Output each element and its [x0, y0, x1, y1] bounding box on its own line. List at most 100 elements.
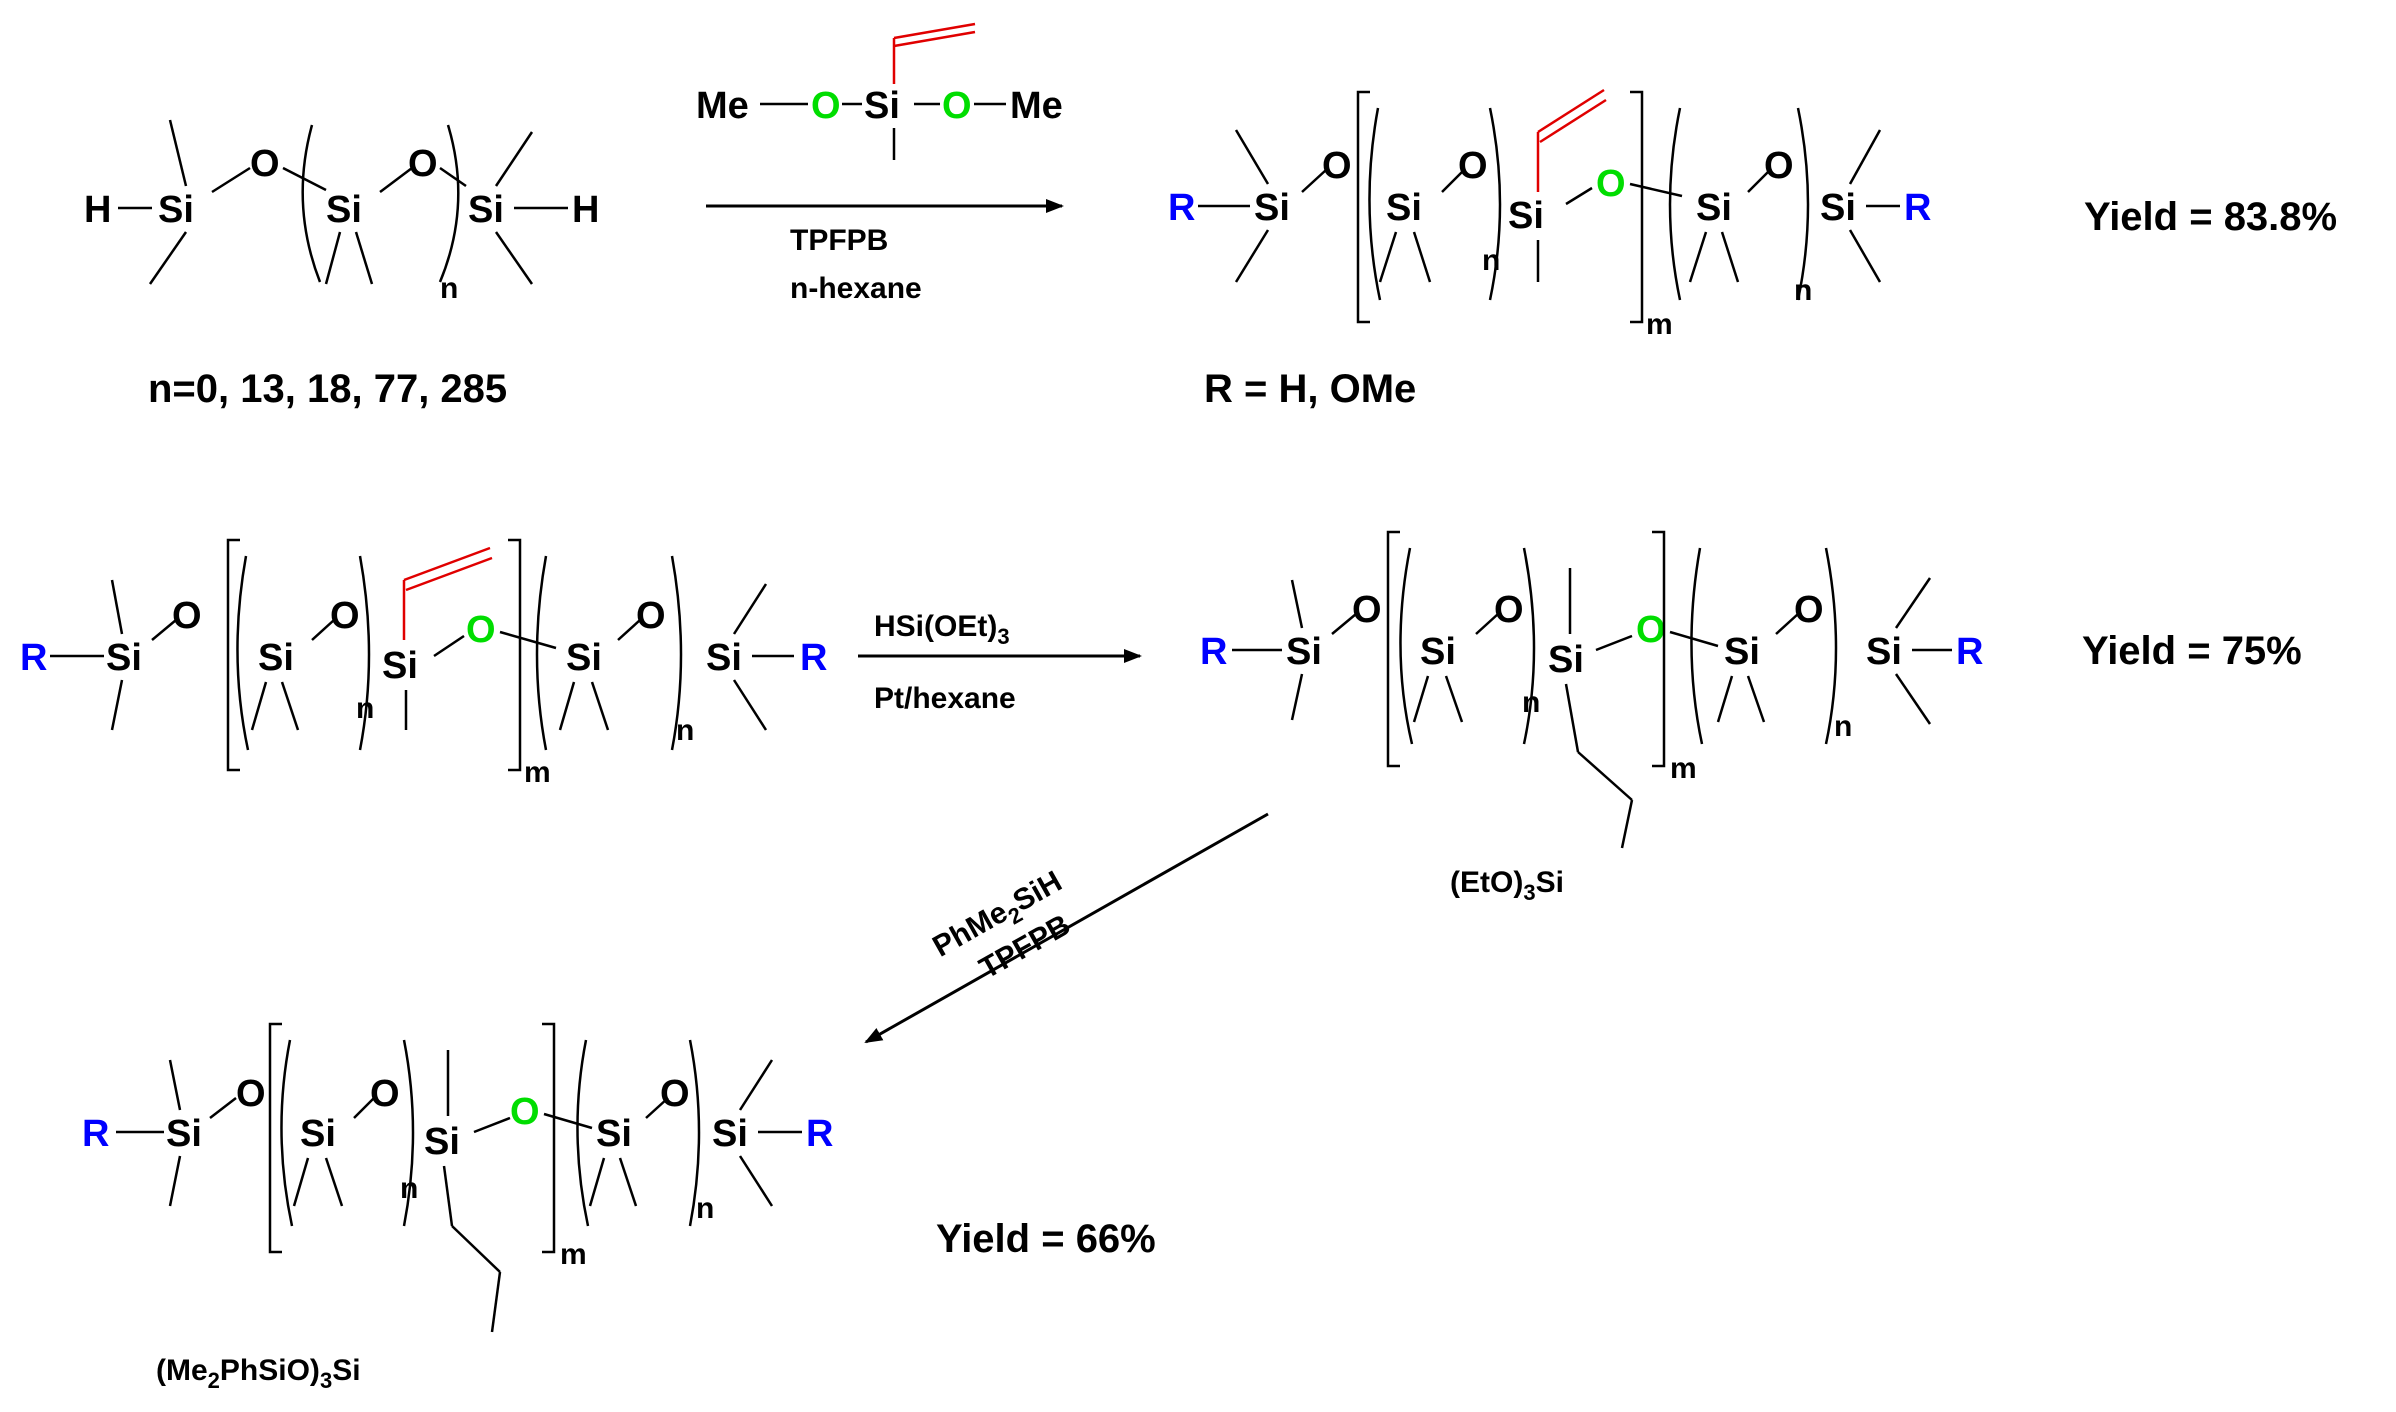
new-oxygen-left: O	[811, 85, 841, 127]
subscript-m: m	[560, 1238, 587, 1271]
repeat-paren-right	[1522, 547, 1536, 745]
start-hydride-siloxane: H Si O Si O n Si H	[84, 119, 599, 305]
conditions-2: Pt/hexane	[874, 682, 1016, 715]
subscript-n: n	[400, 1172, 418, 1205]
dimethoxy-methyl-vinylsilane: Me O Si O Me	[696, 22, 1063, 160]
atom-si: Si	[258, 637, 294, 679]
yield-2: Yield = 75%	[2082, 629, 2302, 673]
repeat-paren-right	[438, 124, 460, 283]
r-group-left: R	[1168, 187, 1195, 229]
repeat-paren-left	[535, 555, 548, 751]
r-group-left: R	[20, 637, 47, 679]
product-caption: R = H, OMe	[1204, 367, 1416, 411]
repeat-paren-left	[1399, 547, 1414, 745]
repeat-paren-left	[576, 1039, 590, 1227]
atom-o: O	[172, 595, 202, 637]
atom-o: O	[236, 1073, 266, 1115]
subscript-n: n	[1794, 274, 1812, 307]
atom-si: Si	[382, 645, 418, 687]
atom-si: Si	[1866, 631, 1902, 673]
block-bracket-left	[226, 538, 240, 772]
r-group-right: R	[1904, 187, 1931, 229]
repeat-paren-right	[402, 1039, 415, 1227]
r-group-left: R	[82, 1113, 109, 1155]
hydrosilane-reagent: HSi(OEt)3	[874, 610, 1010, 649]
r-group-left: R	[1200, 631, 1227, 673]
reaction-arrow-3	[864, 812, 1269, 1044]
atom-o: O	[1458, 145, 1488, 187]
atom-o: O	[660, 1073, 690, 1115]
atom-si: Si	[712, 1113, 748, 1155]
subscript-3: 3	[997, 624, 1009, 649]
atom-o: O	[370, 1073, 400, 1115]
atom-si: Si	[864, 85, 900, 127]
atom-si: Si	[158, 189, 194, 231]
atom-si: Si	[326, 189, 362, 231]
new-oxygen: O	[510, 1091, 540, 1133]
repeat-paren-left	[236, 555, 250, 751]
ethoxysilyl-side-chain: (EtO)3Si	[1450, 866, 1564, 905]
atom-si: Si	[1696, 187, 1732, 229]
atom-o: O	[1794, 589, 1824, 631]
atom-o: O	[1352, 589, 1382, 631]
subscript-m: m	[1670, 752, 1697, 785]
repeat-paren-left	[301, 124, 322, 283]
atom-si: Si	[1254, 187, 1290, 229]
r-group-right: R	[800, 637, 827, 679]
atom-si: Si	[106, 637, 142, 679]
subscript-n: n	[356, 692, 374, 725]
repeat-paren-right	[358, 555, 371, 751]
repeat-paren-right	[688, 1039, 701, 1227]
atom-o: O	[330, 595, 360, 637]
atom-si: Si	[166, 1113, 202, 1155]
atom-si: Si	[1820, 187, 1856, 229]
atom-si: Si	[596, 1113, 632, 1155]
repeat-paren-right	[670, 555, 683, 751]
repeat-paren-right	[1796, 107, 1810, 301]
vinyl-siloxane-precursor: R Si O Si O n Si O m Si O n Si	[20, 538, 827, 789]
subscript-n: n	[696, 1192, 714, 1225]
atom-o: O	[1494, 589, 1524, 631]
product-phenylsiloxy-siloxane: R Si O Si O n Si O m Si O n Si	[82, 1022, 833, 1333]
atom-o: O	[1322, 145, 1352, 187]
subscript-n: n	[440, 272, 458, 305]
subscript-m: m	[1646, 308, 1673, 341]
product-ethoxysilyl-siloxane: R Si O Si O n Si O m Si O n Si	[1200, 530, 1983, 849]
repeat-paren-left	[1368, 107, 1382, 301]
catalyst-1: TPFPB	[790, 224, 888, 257]
block-bracket-left	[1386, 530, 1400, 768]
atom-h: H	[572, 189, 599, 231]
new-oxygen: O	[1636, 609, 1666, 651]
new-oxygen-right: O	[942, 85, 972, 127]
new-oxygen: O	[466, 609, 496, 651]
r-group-right: R	[806, 1113, 833, 1155]
atom-o: O	[250, 143, 280, 185]
start-caption: n=0, 13, 18, 77, 285	[148, 367, 507, 411]
atom-h: H	[84, 189, 111, 231]
atom-si: Si	[1508, 195, 1544, 237]
repeat-paren-right	[1824, 547, 1838, 745]
block-bracket-left	[268, 1022, 282, 1254]
block-bracket-right	[542, 1022, 556, 1254]
new-oxygen: O	[1596, 163, 1626, 205]
phenylsiloxy-side-chain: (Me2PhSiO)3Si	[156, 1354, 361, 1393]
methyl-right: Me	[1010, 85, 1063, 127]
arrow-3-labels: PhMe2SiH TPFPB	[927, 865, 1076, 986]
atom-o: O	[1764, 145, 1794, 187]
subscript-n: n	[1834, 710, 1852, 743]
block-bracket-right	[1630, 90, 1644, 324]
repeat-paren-left	[280, 1039, 294, 1227]
atom-si: Si	[468, 189, 504, 231]
atom-o: O	[636, 595, 666, 637]
solvent-1: n-hexane	[790, 272, 922, 305]
atom-si: Si	[1420, 631, 1456, 673]
block-bracket-right	[508, 538, 522, 772]
atom-si: Si	[706, 637, 742, 679]
repeat-paren-right	[1488, 107, 1502, 301]
atom-si: Si	[1548, 639, 1584, 681]
atom-si: Si	[1386, 187, 1422, 229]
subscript-n: n	[1522, 686, 1540, 719]
atom-si: Si	[424, 1121, 460, 1163]
atom-si: Si	[1286, 631, 1322, 673]
